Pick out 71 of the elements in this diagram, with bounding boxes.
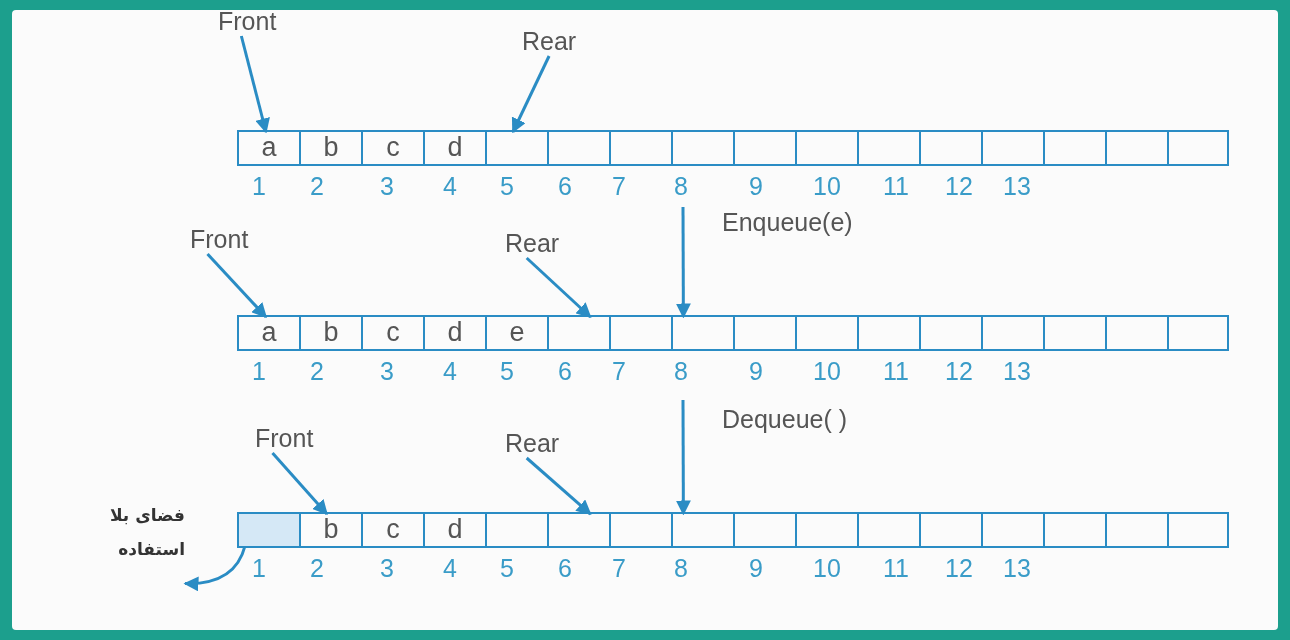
index-number: 10 <box>813 554 841 582</box>
index-number: 7 <box>612 357 626 385</box>
index-number: 5 <box>500 554 514 582</box>
arrow <box>675 400 691 516</box>
queue-array <box>237 512 1229 548</box>
index-number: 11 <box>883 357 909 385</box>
index-number: 12 <box>945 357 973 385</box>
index-number: 6 <box>558 172 572 200</box>
index-number: 12 <box>945 172 973 200</box>
arrow <box>239 35 270 134</box>
index-number: 4 <box>443 172 457 200</box>
index-number: 1 <box>252 554 266 582</box>
index-number: 2 <box>310 357 324 385</box>
index-number: 11 <box>883 554 909 582</box>
array-cell: b <box>299 132 361 164</box>
pointer-label: Rear <box>522 26 577 56</box>
index-number: 1 <box>252 357 266 385</box>
array-cell: c <box>361 317 423 349</box>
array-cell: c <box>361 132 423 164</box>
array-cell: d <box>423 514 485 546</box>
index-number: 7 <box>612 172 626 200</box>
index-number: 3 <box>380 554 394 582</box>
index-number: 12 <box>945 554 973 582</box>
index-number: 9 <box>749 172 763 200</box>
index-number: 11 <box>883 172 909 200</box>
pointer-label: Front <box>255 423 314 453</box>
array-cell <box>239 514 299 546</box>
array-cell: b <box>299 317 361 349</box>
index-number: 7 <box>612 554 626 582</box>
index-number: 13 <box>1003 554 1031 582</box>
array-cell: c <box>361 514 423 546</box>
array-cell: e <box>485 317 547 349</box>
index-number: 2 <box>310 172 324 200</box>
arrow <box>271 452 329 516</box>
index-number: 3 <box>380 172 394 200</box>
index-number: 8 <box>674 172 688 200</box>
index-number: 9 <box>749 554 763 582</box>
queue-array <box>237 130 1229 166</box>
index-number: 13 <box>1003 357 1031 385</box>
index-number: 5 <box>500 357 514 385</box>
array-cell: a <box>239 132 299 164</box>
index-number: 9 <box>749 357 763 385</box>
queue-array <box>237 315 1229 351</box>
array-cell: d <box>423 132 485 164</box>
arrow <box>525 256 592 319</box>
index-number: 8 <box>674 554 688 582</box>
pointer-label: Front <box>190 224 249 254</box>
pointer-label: Front <box>218 6 277 36</box>
index-number: 10 <box>813 357 841 385</box>
index-number: 3 <box>380 357 394 385</box>
pointer-label: Rear <box>505 428 560 458</box>
index-number: 6 <box>558 554 572 582</box>
pointer-label: Rear <box>505 228 560 258</box>
index-number: 2 <box>310 554 324 582</box>
index-number: 10 <box>813 172 841 200</box>
index-number: 13 <box>1003 172 1031 200</box>
index-number: 6 <box>558 357 572 385</box>
array-cell: b <box>299 514 361 546</box>
array-cell: d <box>423 317 485 349</box>
index-number: 4 <box>443 554 457 582</box>
index-number: 4 <box>443 357 457 385</box>
index-number: 1 <box>252 172 266 200</box>
arrow <box>675 207 691 319</box>
arrow <box>511 55 551 134</box>
annotation-text: فضای بلا استفاده <box>40 498 185 590</box>
arrow <box>206 253 268 319</box>
index-number: 8 <box>674 357 688 385</box>
arrow <box>183 545 247 591</box>
array-cell: a <box>239 317 299 349</box>
arrow <box>525 456 592 516</box>
index-number: 5 <box>500 172 514 200</box>
